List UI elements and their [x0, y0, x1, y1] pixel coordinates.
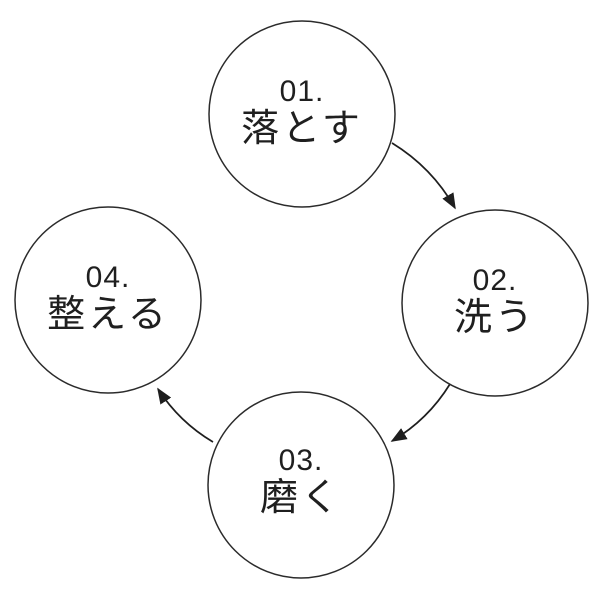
arrow-02-to-03	[390, 383, 451, 442]
step-node-01: 01. 落とす	[208, 20, 396, 208]
step-node-04: 04. 整える	[14, 206, 202, 394]
step-02-label: 洗う	[454, 297, 536, 339]
step-03-label: 磨く	[260, 477, 342, 519]
step-04-circle	[14, 206, 202, 394]
step-01-number: 01.	[280, 75, 325, 108]
step-01-circle	[208, 20, 396, 208]
arrow-03-to-04	[157, 387, 214, 443]
arrow-01-to-02	[391, 142, 456, 210]
step-03-number: 03.	[279, 444, 324, 477]
step-04-number: 04.	[86, 261, 131, 294]
step-02-number: 02.	[473, 264, 518, 297]
step-node-02: 02. 洗う	[401, 209, 589, 397]
step-node-03: 03. 磨く	[207, 391, 395, 579]
step-04-label: 整える	[47, 294, 169, 336]
step-02-circle	[401, 209, 589, 397]
step-01-label: 落とす	[241, 108, 363, 150]
step-03-circle	[207, 391, 395, 579]
